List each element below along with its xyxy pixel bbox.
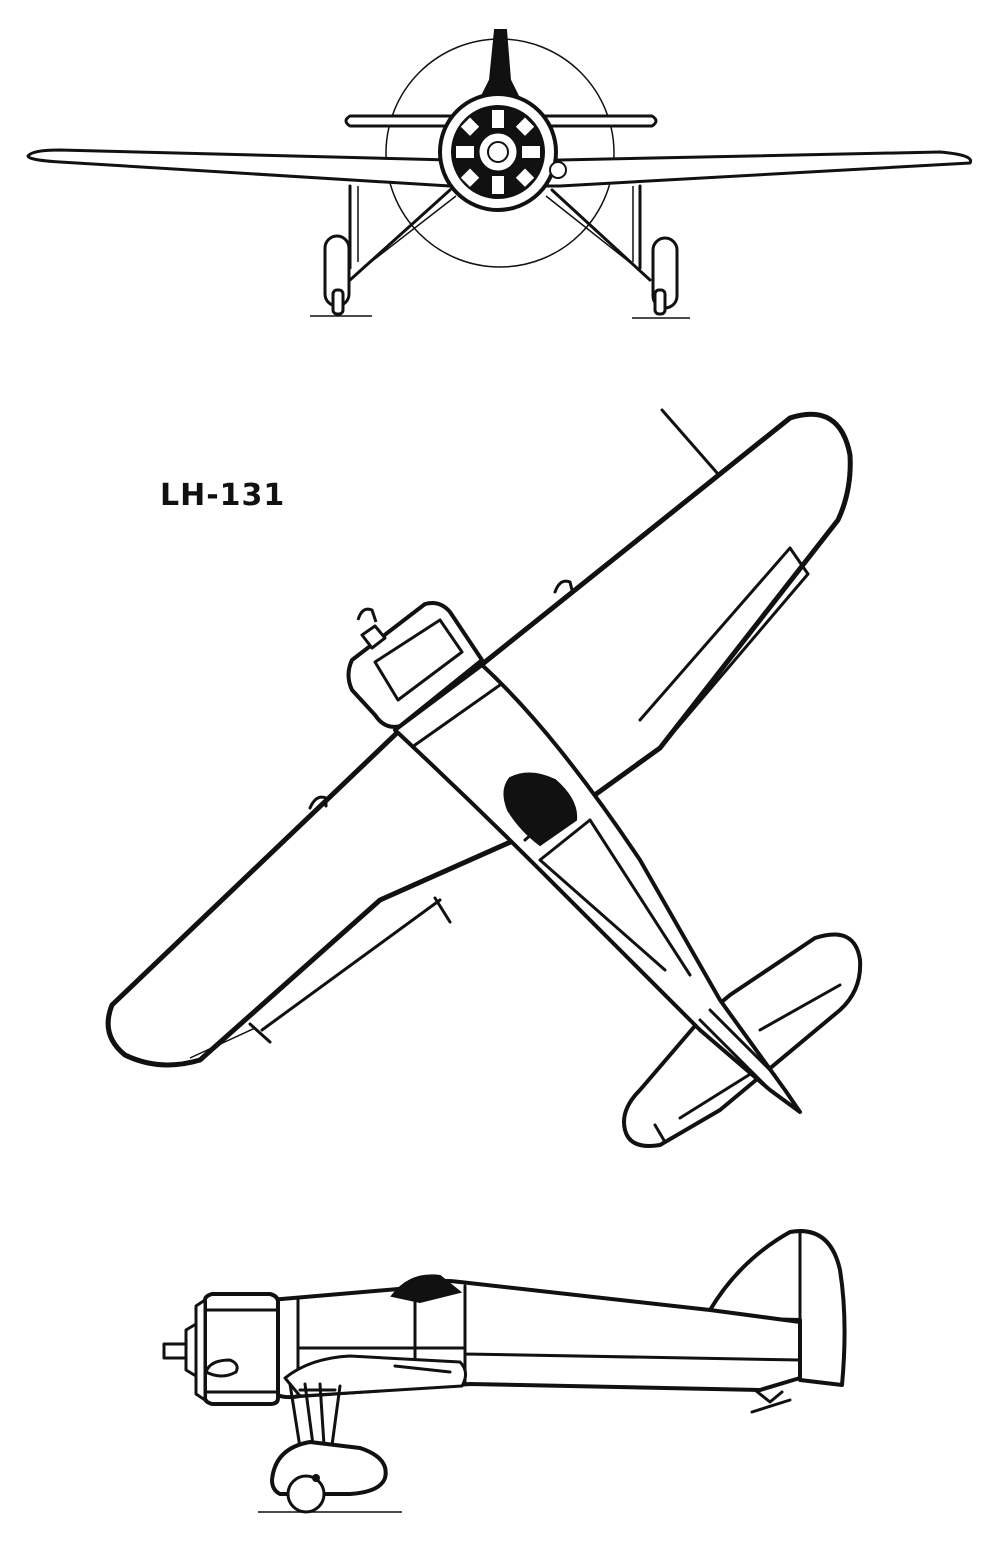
- side-view-spinner: [162, 1342, 188, 1360]
- top-view-elevator-lines: [653, 983, 842, 1144]
- side-view-cowling-lines: [203, 1308, 280, 1394]
- top-view-fitting-right: [553, 579, 574, 594]
- side-view-front-cowl: [184, 1298, 207, 1402]
- side-view-gear-struts: [288, 1382, 342, 1462]
- side-view: [162, 1229, 847, 1514]
- front-view: [26, 29, 973, 319]
- front-view-right-strut-outline: [545, 186, 643, 273]
- top-view-cockpit: [503, 772, 578, 847]
- top-view-spinner: [356, 607, 387, 650]
- side-view-fuselage-lines: [296, 1284, 802, 1396]
- propeller-spinner: [487, 141, 509, 163]
- front-view-right-wheel-hub: [653, 288, 667, 316]
- aircraft-designation-label: LH-131: [160, 478, 286, 513]
- side-view-wing-line: [393, 1364, 452, 1374]
- top-view-fuselage: [393, 663, 802, 1114]
- top-view: [105, 408, 863, 1148]
- exhaust-stub: [549, 161, 567, 179]
- side-view-tail-skid: [750, 1388, 792, 1414]
- side-view-fin: [708, 1229, 847, 1387]
- top-view-left-aileron: [248, 896, 452, 1044]
- side-view-cockpit: [390, 1274, 463, 1304]
- top-view-right-aileron: [638, 546, 810, 750]
- side-view-wheel: [286, 1474, 326, 1514]
- side-view-wing-fairing: [283, 1354, 467, 1398]
- side-view-wheel-axle: [312, 1474, 320, 1482]
- front-view-left-strut-outline: [357, 186, 457, 273]
- top-view-left-wingtip-line: [189, 1027, 256, 1059]
- side-view-exhaust: [204, 1358, 239, 1378]
- top-view-fitting-left: [308, 795, 328, 810]
- engine-cylinders: [456, 110, 540, 194]
- top-view-cowling-ring: [373, 618, 464, 702]
- top-view-pitot: [660, 408, 720, 476]
- front-view-left-wheel-hub: [331, 288, 345, 316]
